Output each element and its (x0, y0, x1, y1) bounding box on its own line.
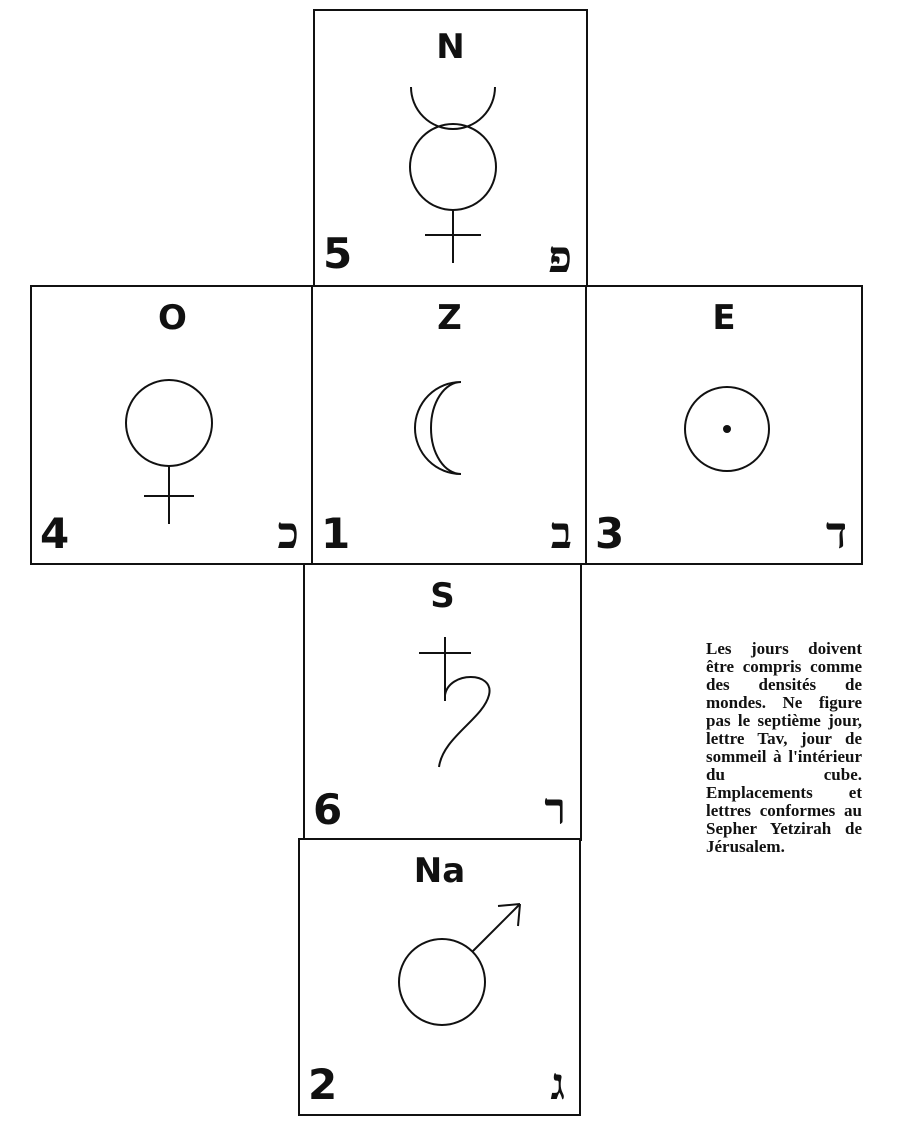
sun-icon (684, 386, 770, 472)
hebrew-letter-nadir: ג (550, 1059, 565, 1110)
cube-face-east: E 3 ד (585, 285, 863, 565)
cube-face-south: S 6 ר (303, 563, 582, 841)
hebrew-letter-east: ד (825, 508, 847, 559)
direction-label-center: Z (437, 298, 462, 338)
hebrew-letter-south: ר (544, 784, 566, 835)
face-number-west: 4 (40, 509, 70, 558)
mars-icon (398, 903, 521, 1026)
cube-face-nadir: Na 2 ג (298, 838, 581, 1116)
cube-face-north: N 5 פ (313, 9, 588, 288)
direction-label-north: N (436, 27, 465, 67)
face-number-nadir: 2 (308, 1060, 338, 1109)
face-number-south: 6 (313, 785, 343, 834)
saturn-icon (419, 637, 491, 768)
direction-label-west: O (158, 298, 187, 338)
hebrew-letter-west: כ (277, 508, 299, 559)
face-number-north: 5 (323, 229, 353, 278)
hebrew-letter-north: פ (548, 232, 572, 283)
mercury-icon (409, 86, 497, 263)
cube-face-center: Z 1 ב (311, 285, 588, 565)
cube-face-west: O 4 כ (30, 285, 315, 565)
direction-label-nadir: Na (413, 851, 466, 891)
venus-icon (125, 379, 213, 524)
direction-label-east: E (712, 298, 736, 338)
hebrew-letter-center: ב (550, 508, 572, 559)
direction-label-south: S (430, 576, 455, 616)
face-number-east: 3 (595, 509, 625, 558)
caption-text: Les jours doivent être compris comme des… (706, 639, 862, 856)
face-number-center: 1 (321, 509, 351, 558)
moon-icon (414, 381, 462, 475)
